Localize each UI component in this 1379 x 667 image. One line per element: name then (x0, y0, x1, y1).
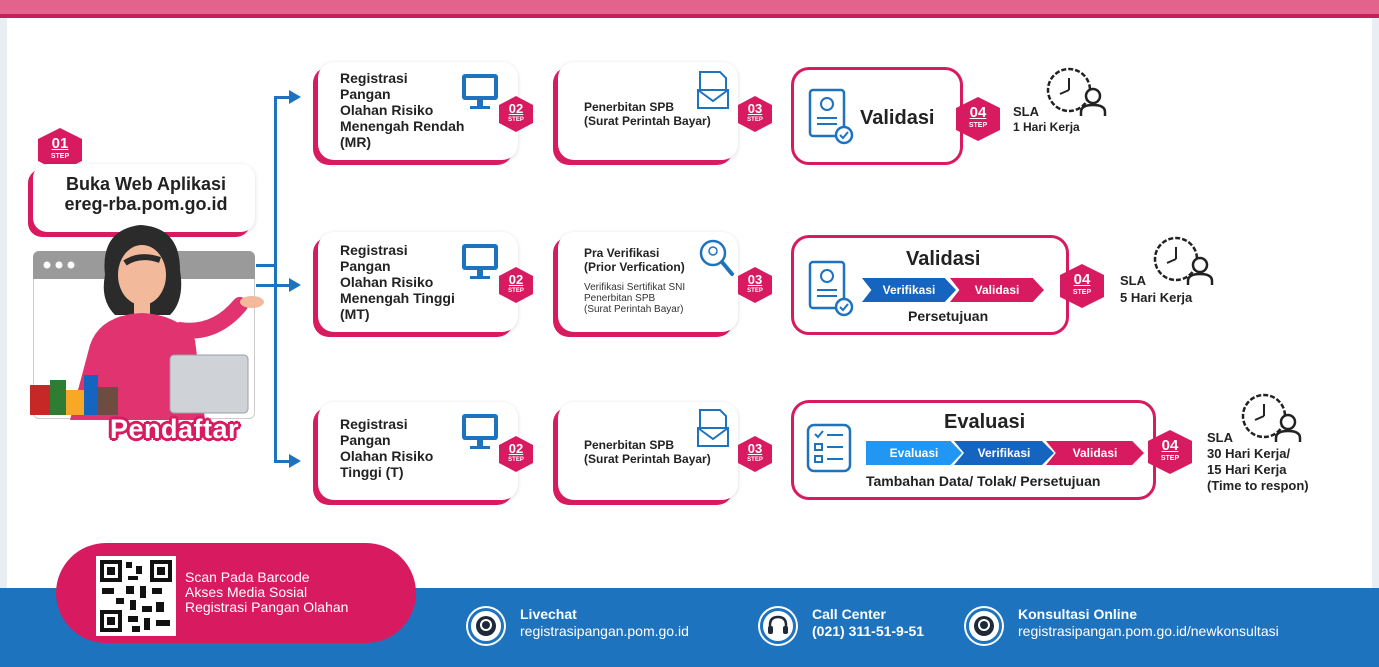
qr-code-icon[interactable] (96, 556, 176, 636)
monitor-icon (462, 74, 498, 109)
validation-card-row2: Validasi Verifikasi Validasi Persetujuan (791, 235, 1069, 335)
magnifier-search-icon (699, 239, 734, 276)
consultation-link[interactable]: registrasipangan.pom.go.id/newkonsultasi (1018, 623, 1279, 639)
connector-trunk-top (256, 264, 276, 267)
monitor-icon (462, 244, 498, 279)
evaluation-title: Evaluasi (944, 411, 1026, 433)
outcome-text: Tambahan Data/ Tolak/ Persetujuan (866, 473, 1101, 489)
invoice-envelope-icon (697, 409, 729, 447)
outcome-text: Persetujuan (908, 308, 989, 324)
chat-bubble-icon[interactable] (966, 608, 1002, 644)
arrow-head-row1 (289, 90, 301, 104)
register-card-mr: Registrasi Pangan Olahan Risiko Menengah… (318, 62, 518, 160)
preverification-card: Pra Verifikasi (Prior Verfication) Verif… (558, 232, 738, 332)
browser-dots-icon (43, 261, 75, 269)
registrant-label: Pendaftar (110, 414, 240, 444)
process-chevron-verifikasi: Verifikasi (862, 278, 956, 302)
register-card-mt: Registrasi Pangan Olahan Risiko Menengah… (318, 232, 518, 332)
chat-bubble-icon[interactable] (468, 608, 504, 644)
clock-person-icon (1153, 236, 1214, 285)
sla-label: SLA (1120, 273, 1146, 288)
connector-row2 (256, 284, 290, 287)
evaluation-card: Evaluasi Evaluasi Verifikasi Validasi Ta… (791, 400, 1156, 500)
sla-value: 5 Hari Kerja (1120, 290, 1193, 305)
sla-value: 1 Hari Kerja (1013, 120, 1080, 134)
frame-left (0, 18, 7, 588)
sla-value: 30 Hari Kerja/ 15 Hari Kerja (Time to re… (1207, 446, 1309, 493)
clock-person-icon (1046, 67, 1107, 116)
validation-title: Validasi (906, 248, 981, 270)
qr-caption: Scan Pada Barcode Akses Media Sosial Reg… (185, 569, 349, 615)
sla-label: SLA (1013, 104, 1039, 119)
process-chevron-validasi: Validasi (1046, 441, 1144, 465)
sla-label: SLA (1207, 430, 1233, 445)
validation-title: Validasi (860, 107, 935, 129)
payment-card-row1: Penerbitan SPB (Surat Perintah Bayar) (558, 62, 738, 160)
consultation-title: Konsultasi Online (1018, 606, 1138, 622)
livechat-title: Livechat (520, 606, 577, 622)
frame-right (1372, 18, 1379, 588)
headset-icon[interactable] (760, 608, 796, 644)
connector-vertical (274, 96, 277, 461)
arrow-head-row2 (289, 278, 301, 292)
process-chevron-validasi: Validasi (950, 278, 1044, 302)
livechat-link[interactable]: registrasipangan.pom.go.id (520, 623, 689, 639)
payment-card-row3: Penerbitan SPB (Surat Perintah Bayar) (558, 402, 738, 500)
arrow-head-row3 (289, 454, 301, 468)
call-center-number[interactable]: (021) 311-51-9-51 (812, 623, 925, 639)
call-center-title: Call Center (812, 606, 886, 622)
registrant-illustration (30, 225, 264, 420)
document-check-icon (808, 260, 854, 317)
connector-row3 (274, 460, 290, 463)
monitor-icon (462, 414, 498, 449)
validation-card-row1: Validasi (791, 67, 963, 165)
start-text: Buka Web Aplikasi ereg-rba.pom.go.id (64, 174, 228, 214)
document-check-icon (808, 88, 854, 145)
top-banner-strip (0, 0, 1379, 18)
process-chevron-evaluasi: Evaluasi (866, 441, 962, 465)
register-card-t: Registrasi Pangan Olahan Risiko Tinggi (… (318, 402, 518, 500)
checklist-icon (806, 423, 852, 473)
connector-row1 (274, 96, 290, 99)
start-box (33, 164, 255, 232)
process-chevron-verifikasi: Verifikasi (954, 441, 1054, 465)
clock-person-icon (1241, 393, 1302, 442)
invoice-envelope-icon (697, 71, 729, 109)
